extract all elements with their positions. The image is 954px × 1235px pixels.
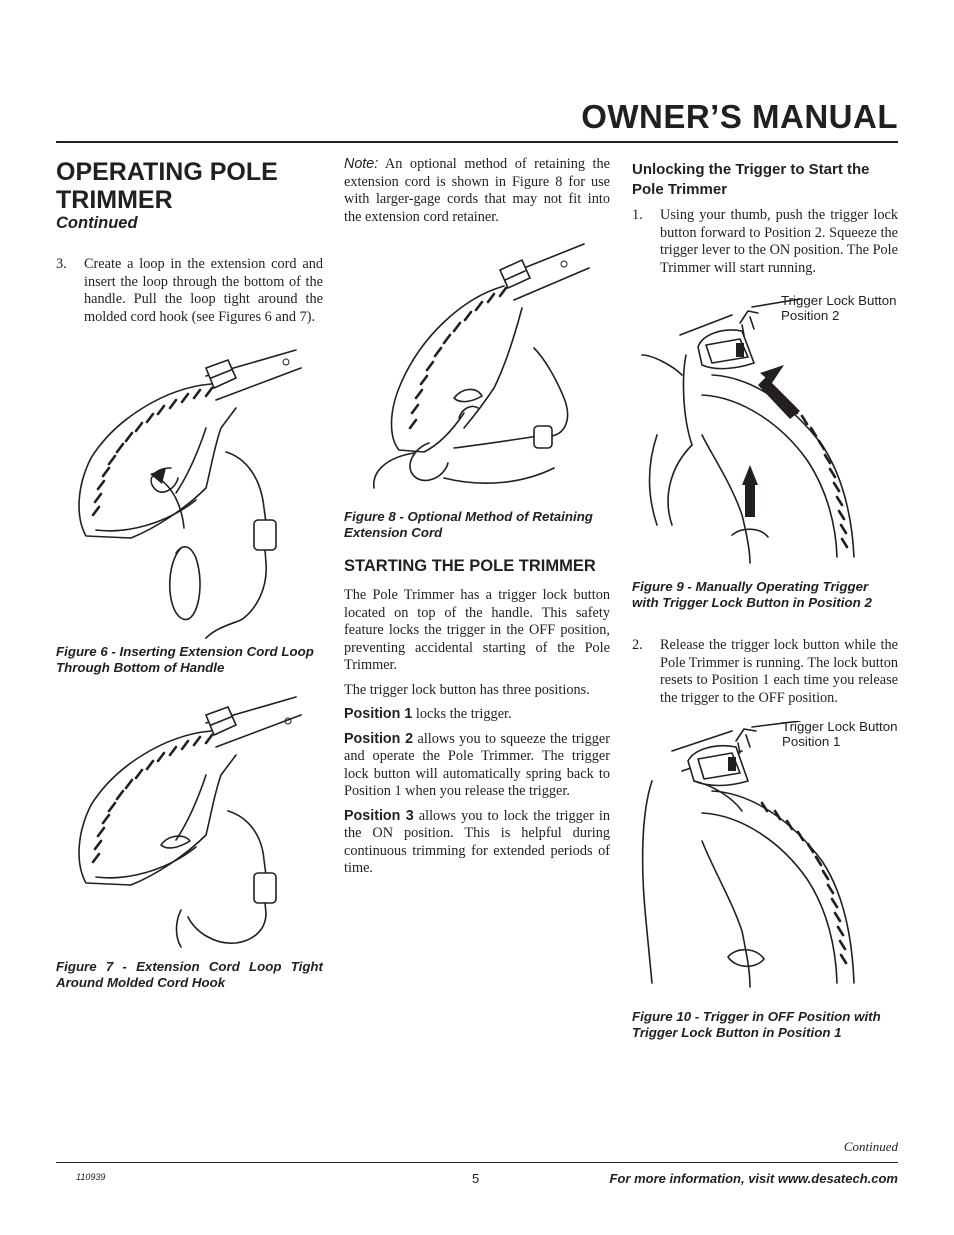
- position-2-paragraph: Position 2 allows you to squeeze the tri…: [344, 731, 610, 801]
- note-label: Note:: [344, 156, 379, 172]
- figure-7-illustration-icon: [78, 696, 302, 948]
- figure-8-caption: Figure 8 - Optional Method of Retaining …: [344, 509, 593, 540]
- figure-8: [344, 238, 610, 503]
- step-2-text: Release the trigger lock button while th…: [660, 637, 898, 706]
- starting-para-2: The trigger lock button has three positi…: [344, 681, 590, 698]
- step-3-number: 3.: [56, 256, 67, 272]
- note-text: An optional method of retaining the exte…: [344, 156, 610, 225]
- figure-6: [56, 348, 323, 640]
- step-1-text: Using your thumb, push the trigger lock …: [660, 207, 898, 276]
- footer-website-info: For more information, visit www.desatech…: [609, 1171, 898, 1186]
- figure-10-caption: Figure 10 - Trigger in OFF Position with…: [632, 1009, 881, 1040]
- figure-7: [56, 695, 323, 955]
- step-1: 1. Using your thumb, push the trigger lo…: [632, 207, 898, 277]
- page-header-title: OWNER’S MANUAL: [581, 98, 898, 135]
- step-2: 2. Release the trigger lock button while…: [632, 637, 898, 707]
- position-1-label: Position 1: [344, 706, 413, 722]
- step-1-number: 1.: [632, 207, 643, 223]
- figure-9-caption: Figure 9 - Manually Operating Trigger wi…: [632, 579, 872, 610]
- position-2-label: Position 2: [344, 730, 414, 747]
- figure-10-callout: Trigger Lock Button Position 1: [782, 719, 898, 749]
- figure-8-illustration-icon: [373, 243, 590, 489]
- position-3-text: allows you to lock the trigger in the ON…: [344, 807, 610, 877]
- header-divider: [56, 141, 898, 143]
- step-2-number: 2.: [632, 637, 643, 653]
- figure-9-callout: Trigger Lock Button Position 2: [781, 293, 897, 323]
- position-1-paragraph: Position 1 locks the trigger.: [344, 706, 610, 724]
- footer-doc-code: 110939: [76, 1172, 106, 1182]
- footer-divider: [56, 1162, 898, 1163]
- position-1-text: locks the trigger.: [412, 706, 512, 722]
- column-left: OPERATING POLE TRIMMER Continued 3. Crea…: [56, 156, 323, 990]
- starting-para-1: The Pole Trimmer has a trigger lock butt…: [344, 587, 610, 673]
- figure-10: Trigger Lock Button Position 1: [632, 719, 898, 991]
- figure-9-illustration-icon: [641, 298, 855, 564]
- unlocking-heading: Unlocking the Trigger to Start the Pole …: [632, 161, 870, 198]
- note-paragraph: Note: An optional method of retaining th…: [344, 156, 610, 226]
- column-middle: Note: An optional method of retaining th…: [344, 156, 610, 878]
- figure-10-illustration-icon: [641, 721, 855, 988]
- position-2-text: allows you to squeeze the trigger and op…: [344, 730, 610, 800]
- footer-continued: Continued: [843, 1139, 898, 1154]
- figure-6-caption: Figure 6 - Inserting Extension Cord Loop…: [56, 644, 314, 675]
- step-3: 3. Create a loop in the extension cord a…: [56, 256, 323, 326]
- column-right: Unlocking the Trigger to Start the Pole …: [632, 156, 898, 1040]
- section-title: OPERATING POLE TRIMMER: [56, 158, 278, 214]
- step-3-text: Create a loop in the extension cord and …: [84, 256, 323, 325]
- figure-9: Trigger Lock Button Position 2: [632, 293, 898, 567]
- starting-heading: STARTING THE POLE TRIMMER: [344, 557, 596, 575]
- section-subtitle: Continued: [56, 214, 138, 232]
- figure-6-illustration-icon: [78, 349, 302, 639]
- position-3-paragraph: Position 3 allows you to lock the trigge…: [344, 808, 610, 878]
- figure-7-caption: Figure 7 - Extension Cord Loop Tight Aro…: [56, 959, 323, 990]
- footer-page-number: 5: [472, 1171, 480, 1186]
- position-3-label: Position 3: [344, 807, 414, 824]
